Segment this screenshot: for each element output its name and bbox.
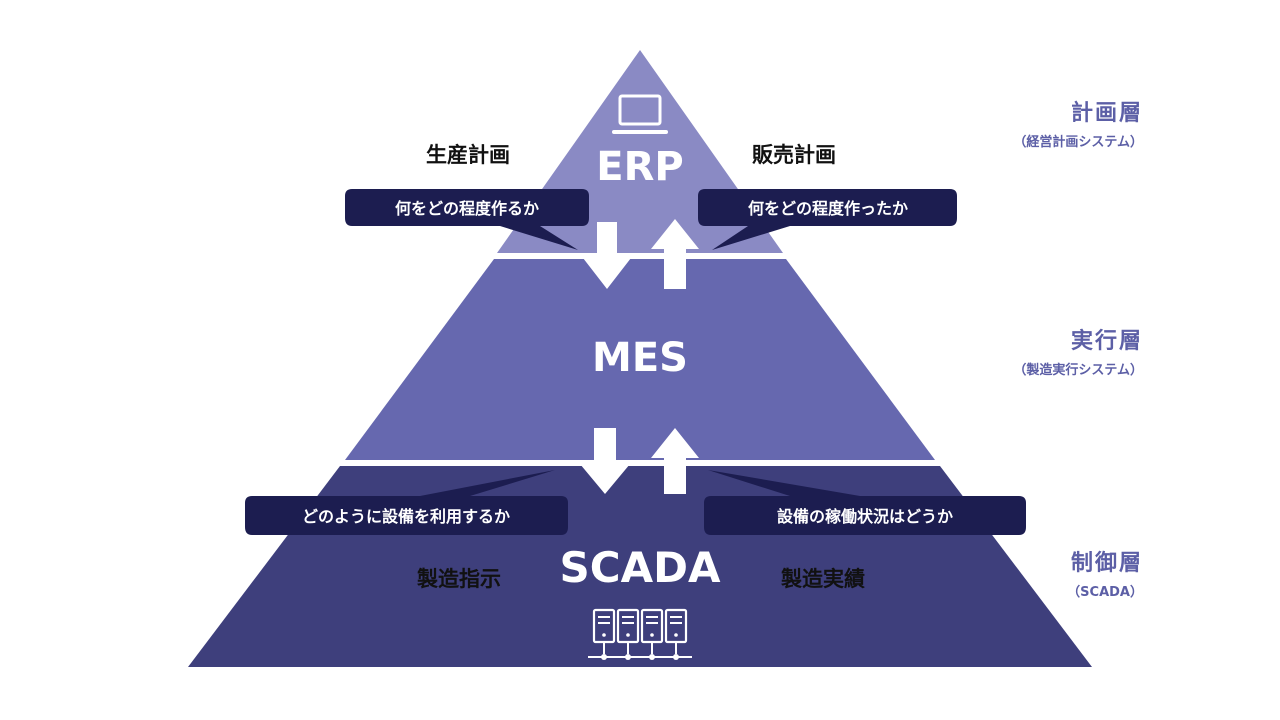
erp-label: ERP — [596, 144, 683, 190]
planning-layer-subtitle: （経営計画システム） — [1013, 135, 1143, 150]
callout-bottom-right: 設備の稼働状況はどうか — [704, 470, 1026, 535]
callout-top-right: 何をどの程度作ったか — [698, 189, 957, 250]
execution-layer-title: 実行層 — [1070, 329, 1143, 354]
execution-layer-subtitle: （製造実行システム） — [1013, 363, 1143, 378]
arrow-down-lower — [580, 428, 630, 494]
control-layer-title: 制御層 — [1070, 551, 1143, 576]
callout-bottom-left-text: どのように設備を利用するか — [302, 507, 510, 526]
separator-top — [470, 253, 810, 259]
control-layer-label: 制御層 （SCADA） — [1067, 545, 1143, 600]
planning-layer-label: 計画層 （経営計画システム） — [1013, 95, 1143, 150]
manufacturing-instruction-label: 製造指示 — [417, 567, 501, 591]
server-rack-icon — [588, 608, 692, 660]
arrow-up-lower — [651, 428, 699, 494]
mes-layer — [345, 259, 935, 460]
separator-bottom — [320, 460, 960, 466]
scada-label: SCADA — [560, 543, 721, 592]
callout-bottom-right-text: 設備の稼働状況はどうか — [777, 507, 953, 526]
arrow-down-upper — [583, 222, 631, 289]
callout-top-right-text: 何をどの程度作ったか — [748, 199, 908, 218]
laptop-icon — [612, 94, 668, 134]
control-layer-subtitle: （SCADA） — [1067, 585, 1143, 600]
production-plan-label: 生産計画 — [426, 143, 510, 167]
callout-bottom-left: どのように設備を利用するか — [245, 470, 568, 535]
planning-layer-title: 計画層 — [1070, 101, 1143, 126]
manufacturing-results-label: 製造実績 — [781, 567, 865, 591]
callout-top-left-text: 何をどの程度作るか — [395, 199, 539, 218]
sales-plan-label: 販売計画 — [752, 143, 836, 167]
mes-label: MES — [592, 335, 688, 381]
arrow-up-upper — [651, 219, 699, 289]
execution-layer-label: 実行層 （製造実行システム） — [1013, 323, 1143, 378]
callout-top-left: 何をどの程度作るか — [345, 189, 589, 250]
